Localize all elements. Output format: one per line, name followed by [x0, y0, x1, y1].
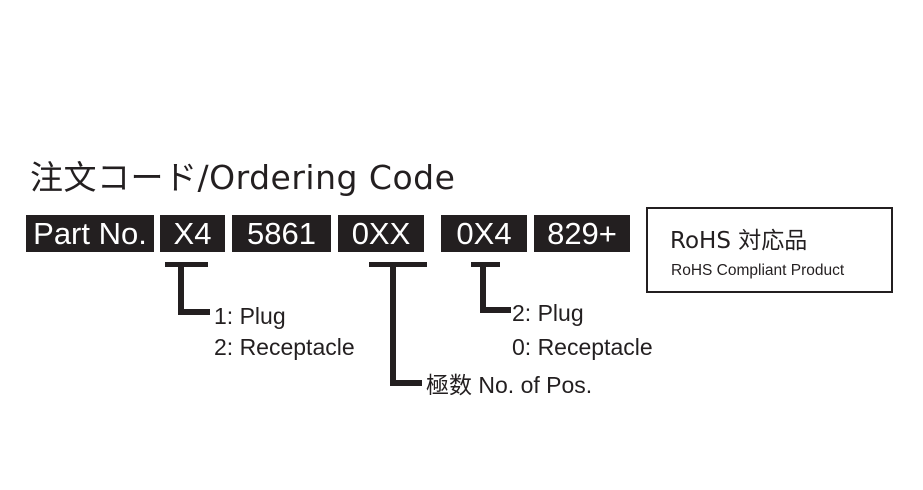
ox4-option-plug: 2: Plug: [512, 300, 584, 326]
oxx-positions-label: 極数 No. of Pos.: [426, 372, 593, 398]
part-no-label: Part No.: [26, 215, 154, 252]
rohs-compliance-box: RoHS 対応品 RoHS Compliant Product: [646, 207, 893, 293]
segment-0xx: 0XX: [338, 215, 424, 252]
oxx-bracket-foot: [390, 380, 422, 386]
ox4-bracket-foot: [480, 307, 511, 313]
rohs-subtitle: RoHS Compliant Product: [671, 262, 845, 279]
x4-option-plug: 1: Plug: [214, 303, 286, 329]
rohs-title: RoHS 対応品: [670, 228, 808, 254]
x4-option-receptacle: 2: Receptacle: [214, 334, 355, 360]
ox4-option-receptacle: 0: Receptacle: [512, 334, 653, 360]
segment-0x4: 0X4: [441, 215, 527, 252]
segment-829plus: 829+: [534, 215, 630, 252]
oxx-bracket-top: [369, 262, 427, 267]
x4-bracket-foot: [178, 309, 210, 315]
ox4-bracket-stem: [480, 262, 486, 313]
page-title: 注文コード/Ordering Code: [30, 158, 456, 197]
segment-5861: 5861: [232, 215, 331, 252]
x4-bracket-top: [165, 262, 208, 267]
x4-bracket-stem: [178, 262, 184, 314]
oxx-bracket-stem: [390, 262, 396, 386]
segment-x4: X4: [160, 215, 225, 252]
